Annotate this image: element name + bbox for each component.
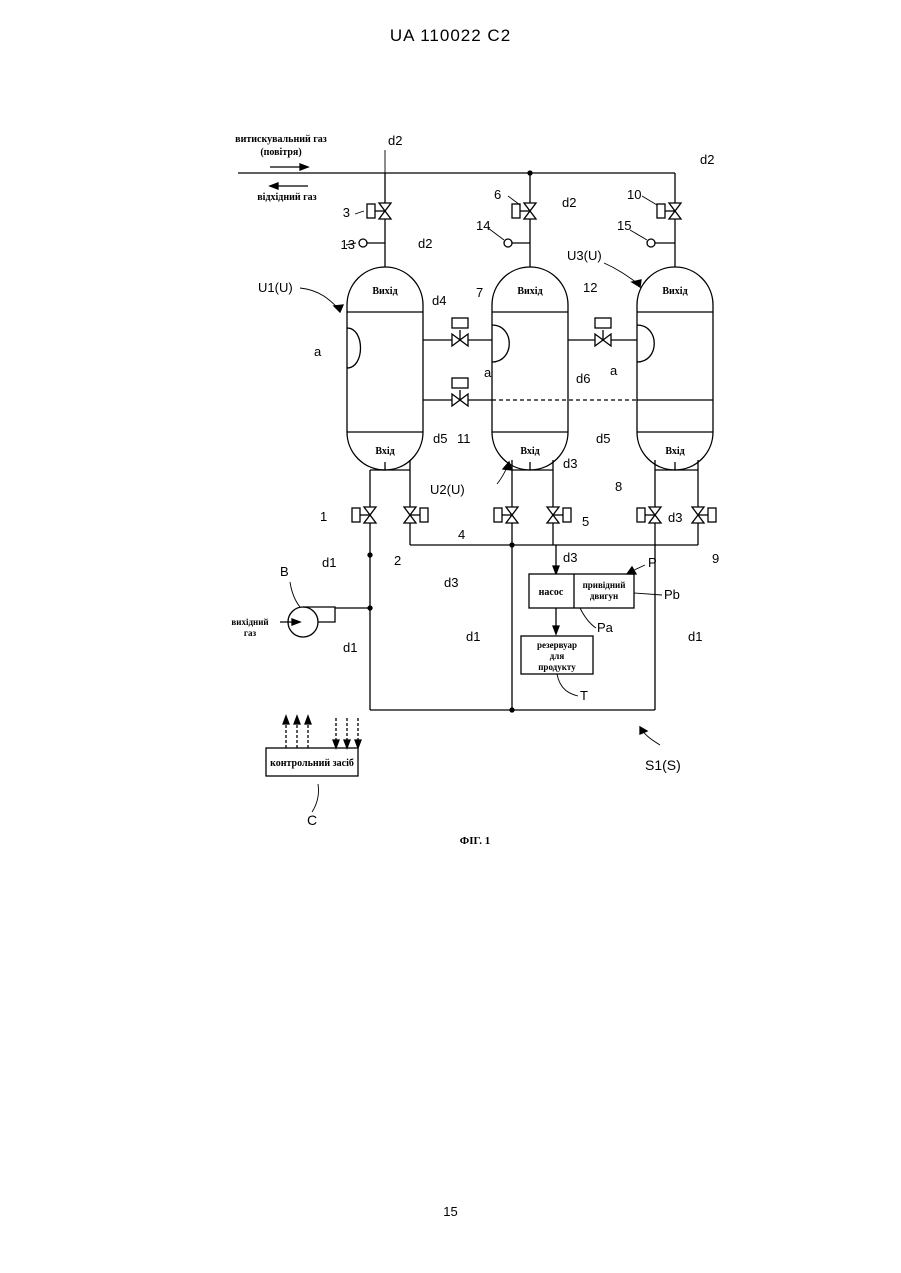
valve-5 [547, 507, 571, 523]
vessel-U1 [347, 267, 423, 470]
label-pump-ref-a: Pa [597, 620, 614, 635]
vessel-U2-outlet: Вихід [517, 286, 542, 297]
label-d2-b: d2 [700, 152, 714, 167]
vessel-U3-outlet: Вихід [662, 286, 687, 297]
label-system: S1(S) [645, 757, 681, 773]
gauge-13 [359, 239, 367, 247]
label-d3-b: d3 [668, 510, 682, 525]
label-valve-12: 12 [583, 280, 597, 295]
label-d2-d: d2 [418, 236, 432, 251]
blower-B [280, 607, 370, 637]
label-adsorbent-1: a [314, 344, 322, 359]
label-valve-9: 9 [712, 551, 719, 566]
label-motor-ref: Pb [664, 587, 680, 602]
label-d3-c: d3 [563, 550, 577, 565]
label-valve-3: 3 [343, 205, 350, 220]
label-valve-8: 8 [615, 479, 622, 494]
label-d1-a: d1 [322, 555, 336, 570]
label-d6: d6 [576, 371, 590, 386]
source-gas-label-2: газ [244, 628, 257, 638]
label-U1: U1(U) [258, 280, 293, 295]
pump-label: насос [539, 587, 564, 598]
vessel-U1-outlet: Вихід [372, 286, 397, 297]
exhaust-arrow-head [270, 183, 278, 189]
label-valve-2: 2 [394, 553, 401, 568]
label-adsorbent-3: a [610, 363, 618, 378]
label-d3-d: d3 [444, 575, 458, 590]
source-gas-label-1: вихідний [231, 617, 268, 627]
tank-label-2: для [550, 651, 565, 661]
label-d2-a: d2 [388, 133, 402, 148]
vessel-U2 [492, 267, 568, 470]
label-d1-b: d1 [343, 640, 357, 655]
valve-2 [404, 507, 428, 523]
label-d1-c: d1 [466, 629, 480, 644]
vessel-U2-inlet: Вхід [520, 446, 539, 457]
gauge-14 [504, 239, 512, 247]
purge-gas-label-2: (повітря) [260, 147, 301, 158]
figure-caption: ФІГ. 1 [460, 835, 491, 847]
label-blower: B [280, 564, 289, 579]
label-d2-c: d2 [562, 195, 576, 210]
purge-gas-label-1: витискувальний газ [235, 134, 327, 145]
valve-12 [595, 318, 611, 346]
label-valve-11: 11 [457, 431, 471, 446]
label-U3: U3(U) [567, 248, 602, 263]
tank-label-3: продукту [538, 662, 576, 672]
label-valve-7: 7 [476, 285, 483, 300]
label-valve-5: 5 [582, 514, 589, 529]
valve-4 [494, 507, 518, 523]
label-valve-1: 1 [320, 509, 327, 524]
label-pump-ref: P [648, 555, 657, 570]
vessel-U3 [637, 267, 713, 470]
label-d5-a: d5 [433, 431, 447, 446]
vessel-U3-inlet: Вхід [665, 446, 684, 457]
valve-8 [637, 507, 661, 523]
valve-10 [657, 203, 681, 219]
purge-arrow-head [300, 164, 308, 170]
label-d4: d4 [432, 293, 446, 308]
valve-6 [512, 203, 536, 219]
motor-label-1: привідний [583, 580, 626, 590]
motor-label-2: двигун [590, 591, 618, 601]
label-valve-10: 10 [627, 187, 641, 202]
label-d1-d: d1 [688, 629, 702, 644]
valve-3 [367, 203, 391, 219]
page-number: 15 [0, 1204, 901, 1219]
controller-label: контрольний засіб [270, 758, 354, 769]
label-valve-4: 4 [458, 527, 465, 542]
label-d3-a: d3 [563, 456, 577, 471]
label-gauge-15: 15 [617, 218, 631, 233]
gauge-15 [647, 239, 655, 247]
label-U2: U2(U) [430, 482, 465, 497]
valve-11 [452, 378, 468, 406]
valve-7 [452, 318, 468, 346]
label-gauge-13: 13 [341, 237, 355, 252]
valve-9 [692, 507, 716, 523]
label-d5-b: d5 [596, 431, 610, 446]
vessel-U1-inlet: Вхід [375, 446, 394, 457]
label-adsorbent-2: a [484, 365, 492, 380]
tank-label-1: резервуар [537, 640, 577, 650]
label-gauge-14: 14 [476, 218, 490, 233]
label-tank-ref: T [580, 688, 588, 703]
label-controller-ref: C [307, 812, 317, 828]
label-valve-6: 6 [494, 187, 501, 202]
valve-1 [352, 507, 376, 523]
exhaust-gas-label: відхідний газ [257, 192, 316, 203]
